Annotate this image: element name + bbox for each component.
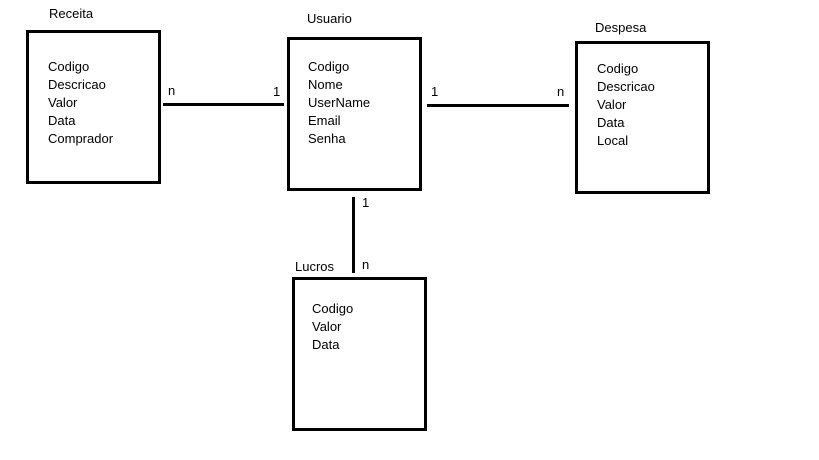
lucros-attribute-list: Codigo Valor Data [312, 300, 353, 354]
usuario-attribute: Codigo [308, 59, 350, 74]
usuario-attribute: Email [308, 113, 341, 128]
despesa-attribute: Codigo [597, 61, 639, 76]
usuario-attribute: UserName [308, 95, 371, 110]
receita-title: Receita [49, 6, 94, 21]
usuario-attribute-list: Codigo Nome UserName Email Senha [308, 58, 370, 148]
receita-cardinality-label: n [168, 83, 176, 98]
lucros-attribute: Codigo [312, 301, 354, 316]
despesa-attribute: Local [597, 133, 629, 148]
despesa-attribute: Data [597, 115, 625, 130]
receita-attribute: Valor [48, 95, 78, 110]
despesa-entity-box: Codigo Descricao Valor Data Local [575, 41, 710, 194]
lucros-attribute: Valor [312, 319, 342, 334]
usuario-lucros-relationship-line [352, 197, 355, 273]
despesa-cardinality-label: n [557, 84, 565, 99]
usuario-attribute: Senha [308, 131, 346, 146]
despesa-attribute-list: Codigo Descricao Valor Data Local [597, 60, 655, 150]
usuario-cardinality-label-right: 1 [431, 84, 439, 99]
receita-attribute: Comprador [48, 131, 114, 146]
despesa-attribute: Descricao [597, 79, 655, 94]
receita-usuario-relationship-line [163, 103, 284, 106]
usuario-cardinality-label-left: 1 [273, 84, 281, 99]
despesa-attribute: Valor [597, 97, 627, 112]
receita-attribute: Descricao [48, 77, 106, 92]
usuario-title: Usuario [307, 11, 352, 26]
lucros-entity-box: Codigo Valor Data [292, 277, 427, 431]
usuario-attribute: Nome [308, 77, 343, 92]
receita-entity-box: Codigo Descricao Valor Data Comprador [26, 30, 161, 184]
receita-attribute-list: Codigo Descricao Valor Data Comprador [48, 58, 113, 148]
lucros-cardinality-label: n [362, 257, 370, 272]
usuario-despesa-relationship-line [427, 104, 569, 107]
receita-attribute: Codigo [48, 59, 90, 74]
usuario-cardinality-label-bottom: 1 [362, 195, 370, 210]
lucros-attribute: Data [312, 337, 340, 352]
usuario-entity-box: Codigo Nome UserName Email Senha [287, 37, 422, 191]
despesa-title: Despesa [595, 20, 647, 35]
lucros-title: Lucros [295, 259, 335, 274]
receita-attribute: Data [48, 113, 76, 128]
